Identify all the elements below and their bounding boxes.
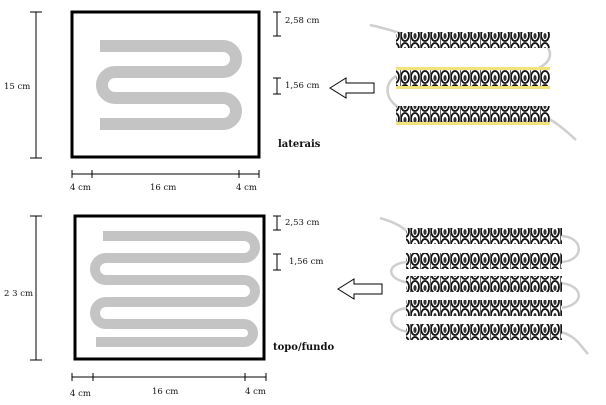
top-width-dimension	[71, 170, 260, 178]
top-diagram-name: laterais	[278, 139, 321, 150]
top-height-dimension	[30, 11, 42, 159]
top-width-label: 16 cm	[150, 183, 177, 193]
top-heating-coil	[369, 23, 577, 141]
top-band-dimension	[273, 77, 281, 95]
bottom-gap-dimension	[273, 215, 281, 231]
topo-fundo-diagram	[30, 214, 589, 381]
bottom-band-dimension	[273, 253, 281, 271]
top-gap-dimension	[273, 11, 281, 37]
bottom-left-arrow	[337, 278, 383, 300]
bottom-serpentine	[90, 231, 260, 347]
top-margin-right-label: 4 cm	[236, 183, 257, 193]
top-serpentine	[96, 40, 242, 130]
bottom-margin-left-label: 4 cm	[70, 389, 91, 399]
top-height-label: 15 cm	[4, 82, 31, 92]
bottom-height-label: 2 3 cm	[4, 289, 34, 299]
bottom-margin-right-label: 4 cm	[245, 387, 266, 397]
bottom-height-dimension	[30, 215, 42, 361]
bottom-width-dimension	[71, 373, 267, 381]
top-gap-label: 2,58 cm	[285, 16, 320, 26]
bottom-gap-label: 2,53 cm	[285, 218, 320, 228]
bottom-width-label: 16 cm	[152, 387, 179, 397]
top-band-label: 1,56 cm	[285, 81, 320, 91]
bottom-diagram-name: topo/fundo	[273, 342, 335, 353]
top-left-arrow	[329, 77, 375, 99]
top-margin-left-label: 4 cm	[70, 183, 91, 193]
bottom-band-label: 1,56 cm	[289, 257, 324, 267]
laterais-diagram	[30, 10, 577, 178]
bottom-heating-coil	[379, 216, 589, 355]
